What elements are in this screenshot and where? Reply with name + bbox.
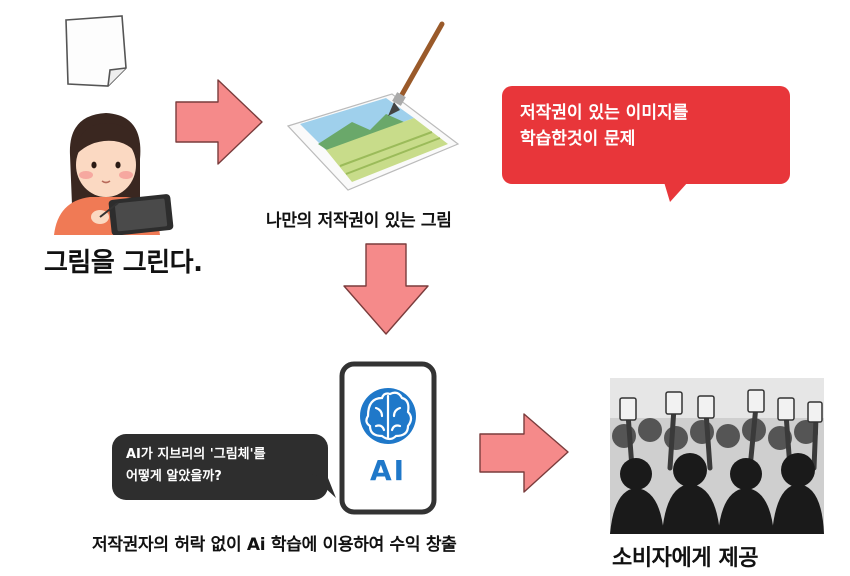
bubble-tail bbox=[664, 182, 688, 202]
bubble-line-2: 학습한것이 문제 bbox=[520, 129, 636, 150]
label-draw-picture: 그림을 그린다. bbox=[44, 248, 203, 278]
bubble-line-2: 어떻게 알았을까? bbox=[126, 469, 222, 485]
arrow-right-icon bbox=[175, 79, 263, 165]
paper-icon bbox=[65, 15, 127, 87]
label-provide-to-consumers: 소비자에게 제공 bbox=[612, 546, 759, 571]
label-my-copyrighted-picture: 나만의 저작권이 있는 그림 bbox=[266, 211, 452, 231]
bubble-tail bbox=[310, 474, 336, 498]
arrow-down-icon bbox=[343, 243, 429, 335]
ai-smartphone-illustration bbox=[339, 361, 437, 515]
arrow-right-icon bbox=[479, 413, 569, 493]
bubble-line-1: AI가 지브리의 '그림체'를 bbox=[126, 447, 266, 462]
speech-bubble-copyright-problem: 저작권이 있는 이미지를 학습한것이 문제 bbox=[502, 86, 790, 202]
landscape-painting-illustration bbox=[286, 21, 460, 191]
speech-bubble-ghibli-question: AI가 지브리의 '그림체'를 어떻게 알았을까? bbox=[112, 434, 336, 500]
bubble-line-1: 저작권이 있는 이미지를 bbox=[520, 103, 689, 123]
ai-text: AI bbox=[369, 454, 407, 487]
crowd-with-phones-illustration bbox=[610, 378, 824, 534]
label-unauthorized-ai-training: 저작권자의 허락 없이 Ai 학습에 이용하여 수익 창출 bbox=[92, 535, 457, 555]
girl-drawing-illustration bbox=[54, 113, 174, 235]
